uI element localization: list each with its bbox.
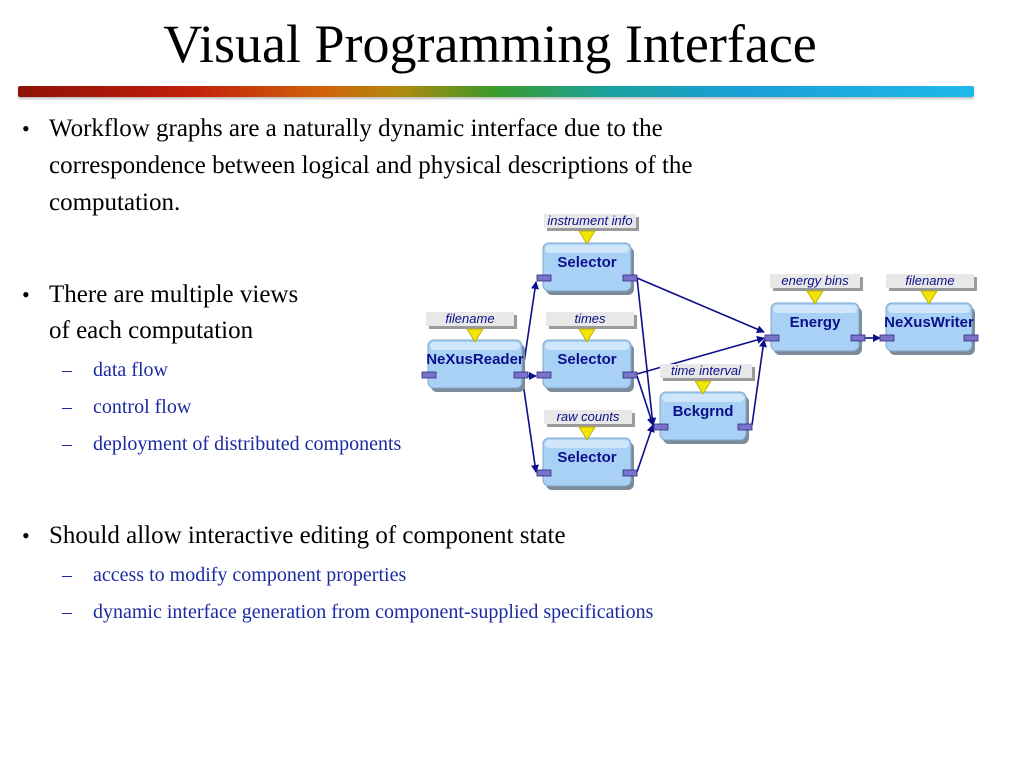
node-tag-label: filename — [905, 273, 954, 288]
slide-title: Visual Programming Interface — [163, 14, 817, 74]
node-label: Selector — [557, 449, 616, 466]
property-marker-icon — [578, 426, 596, 441]
edge-selector2-bckgrnd — [636, 375, 655, 426]
input-port[interactable] — [536, 371, 552, 379]
node-label: NeXusReader — [426, 351, 524, 368]
edge-selector1-bckgrnd — [636, 277, 657, 426]
node-tag-bckgrnd[interactable]: time interval — [660, 363, 755, 381]
sub-bullet-deployment: deployment of distributed components — [93, 433, 402, 455]
input-port[interactable] — [421, 371, 437, 379]
node-tag-label: energy bins — [781, 273, 849, 288]
input-port[interactable] — [536, 274, 552, 282]
property-marker-icon — [466, 328, 484, 343]
bullet-2-line-2: of each computation — [49, 317, 254, 344]
output-port[interactable] — [737, 423, 753, 431]
bullet-marker: • — [22, 523, 30, 548]
output-port[interactable] — [622, 469, 638, 477]
sub-bullet-marker: – — [62, 396, 72, 418]
bullet-1-line-1: Workflow graphs are a naturally dynamic … — [49, 115, 663, 142]
node-label: Selector — [557, 351, 616, 368]
bullet-2-line-1: There are multiple views — [49, 281, 299, 308]
node-tag-nexusreader[interactable]: filename — [426, 311, 517, 329]
node-label: Bckgrnd — [673, 403, 734, 420]
sub-bullet-control-flow: control flow — [93, 396, 192, 418]
node-label: Energy — [790, 314, 842, 331]
sub-bullet-marker: – — [62, 601, 72, 623]
edge-reader-selector3 — [521, 375, 539, 473]
bullet-3-line-1: Should allow interactive editing of comp… — [49, 522, 566, 549]
property-marker-icon — [806, 290, 824, 305]
sub-bullet-marker: – — [62, 433, 72, 455]
node-label: NeXusWriter — [884, 314, 974, 331]
output-port[interactable] — [622, 371, 638, 379]
title-divider — [18, 86, 974, 97]
output-port[interactable] — [963, 334, 979, 342]
node-tag-selector2[interactable]: times — [546, 311, 637, 329]
node-tag-label: time interval — [671, 363, 742, 378]
node-tag-energy[interactable]: energy bins — [770, 273, 863, 291]
edge-selector2-energy — [636, 336, 765, 375]
sub-bullet-data-flow: data flow — [93, 359, 168, 381]
sub-bullet-dynamic: dynamic interface generation from compon… — [93, 601, 654, 623]
output-port[interactable] — [622, 274, 638, 282]
output-port[interactable] — [513, 371, 529, 379]
edge-bckgrnd-energy — [751, 339, 767, 426]
node-tag-selector1[interactable]: instrument info — [544, 213, 639, 231]
node-tag-selector3[interactable]: raw counts — [544, 409, 635, 427]
bullet-marker: • — [22, 282, 30, 307]
edge-selector1-energy — [636, 277, 765, 333]
property-marker-icon — [578, 230, 596, 245]
node-tag-label: filename — [445, 311, 494, 326]
edge-selector3-bckgrnd — [636, 424, 655, 473]
node-tag-label: raw counts — [557, 409, 620, 424]
sub-bullet-marker: – — [62, 359, 72, 381]
node-label: Selector — [557, 254, 616, 271]
output-port[interactable] — [850, 334, 866, 342]
property-marker-icon — [578, 328, 596, 343]
bullet-1-line-2: correspondence between logical and physi… — [49, 152, 693, 179]
input-port[interactable] — [764, 334, 780, 342]
property-marker-icon — [694, 380, 712, 395]
node-tag-label: instrument info — [547, 213, 632, 228]
node-tag-nexuswriter[interactable]: filename — [886, 273, 977, 291]
node-tag-label: times — [574, 311, 606, 326]
input-port[interactable] — [879, 334, 895, 342]
bullet-1-line-3: computation. — [49, 189, 181, 216]
sub-bullet-marker: – — [62, 564, 72, 586]
input-port[interactable] — [536, 469, 552, 477]
bullet-marker: • — [22, 116, 30, 141]
input-port[interactable] — [653, 423, 669, 431]
sub-bullet-access: access to modify component properties — [93, 564, 407, 586]
property-marker-icon — [920, 290, 938, 305]
